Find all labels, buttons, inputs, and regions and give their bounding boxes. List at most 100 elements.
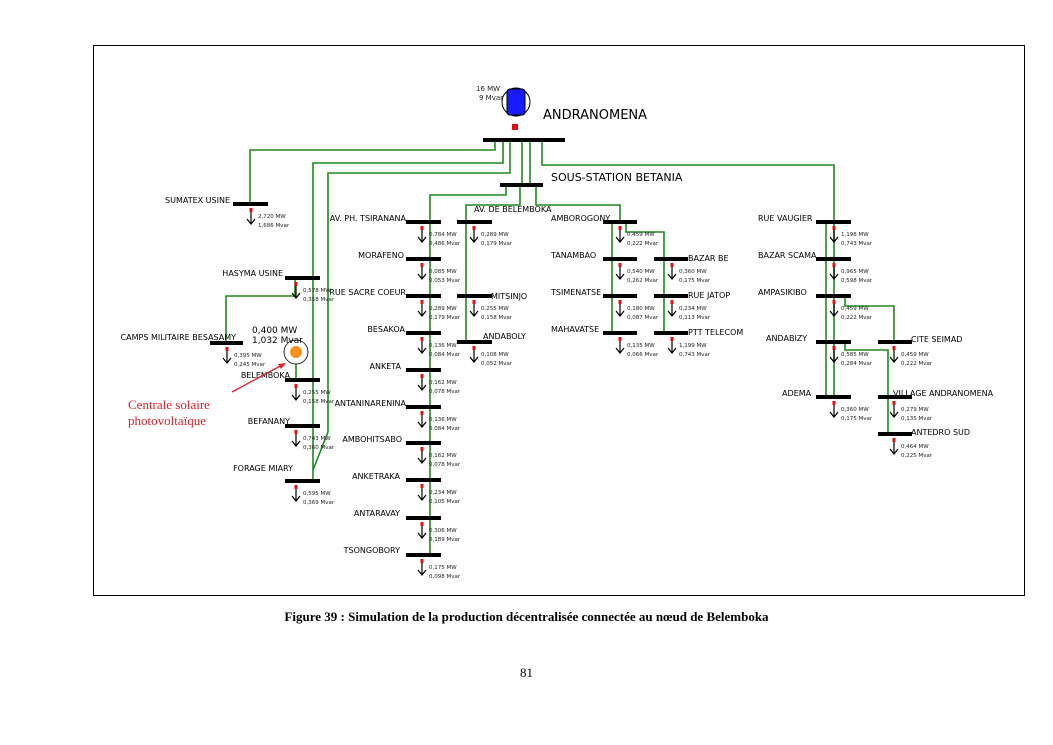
load-p: 0,289 MW bbox=[481, 232, 509, 238]
breaker bbox=[832, 226, 836, 230]
load-q: 0,087 Mvar bbox=[627, 315, 659, 321]
load-q: 0,222 Mvar bbox=[901, 361, 933, 367]
load-arrow-icon bbox=[417, 494, 427, 501]
solar-annotation-line2: photovoltaïque bbox=[128, 413, 206, 428]
load-q: 0,084 Mvar bbox=[429, 426, 461, 432]
bus-label: ANDABOLY bbox=[483, 332, 526, 341]
load-p: 0,136 MW bbox=[429, 417, 457, 423]
breaker bbox=[472, 226, 476, 230]
load-arrow-icon bbox=[291, 292, 301, 299]
load-p: 0,585 MW bbox=[841, 352, 869, 358]
bus-label: CAMPS MILITAIRE BESASAMY bbox=[121, 333, 237, 342]
load-arrow-icon bbox=[829, 273, 839, 280]
bus-label: AV. DE BELEMBOKA bbox=[474, 205, 552, 214]
load-p: 0,162 MW bbox=[429, 453, 457, 459]
breaker bbox=[294, 282, 298, 286]
bus-label: ANKETRAKA bbox=[352, 472, 400, 481]
load-p: 0,289 MW bbox=[429, 306, 457, 312]
bus-label: MORAFENO bbox=[358, 251, 404, 260]
load-q: 0,066 Mvar bbox=[627, 352, 659, 358]
feeder-line bbox=[465, 185, 521, 342]
load-q: 0,098 Mvar bbox=[429, 574, 461, 580]
sun-icon bbox=[290, 346, 302, 358]
solar-p: 0,400 MW bbox=[252, 326, 297, 336]
bus-label: ANTANINARENINA bbox=[335, 399, 407, 408]
bus-label: AMBOROGONY bbox=[551, 214, 610, 223]
solar-annotation: Centrale solaire photovoltaïque bbox=[128, 397, 210, 429]
breaker bbox=[420, 263, 424, 267]
load-q: 0,245 Mvar bbox=[234, 362, 266, 368]
breaker bbox=[832, 263, 836, 267]
breaker bbox=[832, 401, 836, 405]
load-q: 0,225 Mvar bbox=[901, 453, 933, 459]
bus-label: AMPASIKIBO bbox=[758, 288, 807, 297]
bus-label: CITE SEIMAD bbox=[911, 335, 962, 344]
load-arrow-icon bbox=[417, 569, 427, 576]
breaker bbox=[618, 337, 622, 341]
load-p: 0,136 MW bbox=[429, 343, 457, 349]
bus-label: RUE SACRE COEUR bbox=[329, 288, 406, 297]
breaker bbox=[618, 263, 622, 267]
load-arrow-icon bbox=[417, 347, 427, 354]
bus-label: ANTARAVAY bbox=[354, 509, 400, 518]
load-arrow-icon bbox=[469, 356, 479, 363]
load-p: 0,162 MW bbox=[429, 380, 457, 386]
load-q: 0,222 Mvar bbox=[627, 241, 659, 247]
load-p: 0,459 MW bbox=[627, 232, 655, 238]
bus-label: SUMATEX USINE bbox=[165, 196, 230, 205]
load-p: 0,279 MW bbox=[901, 407, 929, 413]
network-lines bbox=[225, 138, 895, 555]
load-arrow-icon bbox=[829, 411, 839, 418]
feeder-line bbox=[429, 185, 507, 555]
load-arrow-icon bbox=[469, 310, 479, 317]
bus-label: VILLAGE ANDRANOMENA bbox=[893, 389, 994, 398]
feeder-line bbox=[844, 296, 895, 342]
load-arrow-icon bbox=[222, 357, 232, 364]
load-p: 0,234 MW bbox=[679, 306, 707, 312]
feeder-line bbox=[844, 342, 889, 434]
load-arrow-icon bbox=[417, 532, 427, 539]
breaker bbox=[294, 430, 298, 434]
load-arrow-icon bbox=[667, 273, 677, 280]
load-q: 0,158 Mvar bbox=[481, 315, 513, 321]
load-q: 0,222 Mvar bbox=[841, 315, 873, 321]
load-q: 0,175 Mvar bbox=[841, 416, 873, 422]
bus-label: BESAKOA bbox=[367, 325, 405, 334]
load-p: 0,234 MW bbox=[429, 490, 457, 496]
load-arrow-icon bbox=[615, 347, 625, 354]
load-p: 0,395 MW bbox=[234, 353, 262, 359]
load-q: 0,262 Mvar bbox=[627, 278, 659, 284]
bus-label: MAHAVATSE bbox=[551, 325, 599, 334]
load-p: 0,175 MW bbox=[429, 565, 457, 571]
load-arrow-icon bbox=[889, 356, 899, 363]
load-q: 0,175 Mvar bbox=[679, 278, 711, 284]
load-p: 0,180 MW bbox=[627, 306, 655, 312]
load-p: 0,595 MW bbox=[303, 491, 331, 497]
load-p: 0,965 MW bbox=[841, 269, 869, 275]
feeder-line bbox=[535, 185, 621, 222]
load-arrow-icon bbox=[667, 310, 677, 317]
load-arrow-icon bbox=[417, 384, 427, 391]
bus-label: TSONGOBORY bbox=[343, 546, 400, 555]
load-arrow-icon bbox=[829, 356, 839, 363]
load-arrow-icon bbox=[889, 448, 899, 455]
load-arrow-icon bbox=[829, 310, 839, 317]
load-arrow-icon bbox=[291, 440, 301, 447]
breaker bbox=[420, 522, 424, 526]
load-q: 1,686 Mvar bbox=[258, 223, 290, 229]
load-q: 0,358 Mvar bbox=[303, 297, 335, 303]
load-q: 0,284 Mvar bbox=[841, 361, 873, 367]
breaker bbox=[420, 447, 424, 451]
breaker bbox=[670, 337, 674, 341]
generator-icon bbox=[506, 88, 526, 116]
substation-name: SOUS-STATION BETANIA bbox=[551, 171, 683, 184]
load-p: 0,108 MW bbox=[481, 352, 509, 358]
bus-label: FORAGE MIARY bbox=[233, 464, 293, 473]
load-p: 0,360 MW bbox=[841, 407, 869, 413]
load-p: 0,306 MW bbox=[429, 528, 457, 534]
breaker bbox=[892, 346, 896, 350]
feeder-line bbox=[541, 140, 835, 397]
page-number: 81 bbox=[520, 665, 533, 680]
load-q: 0,105 Mvar bbox=[429, 499, 461, 505]
breaker bbox=[472, 300, 476, 304]
